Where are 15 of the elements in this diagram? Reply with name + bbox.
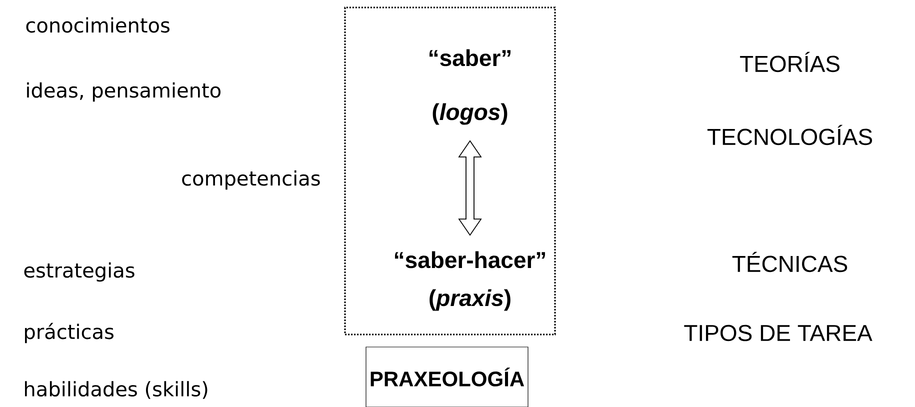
- side-label: ideas, pensamiento: [27, 82, 220, 102]
- side-label: competencias: [182, 170, 320, 190]
- concept-text: “saber-hacer” (praxis): [395, 251, 545, 311]
- side-label: conocimientos: [26, 17, 170, 33]
- side-label: prácticas: [25, 322, 114, 344]
- side-label: TEORÍAS: [740, 52, 840, 72]
- dotted-frame: [344, 6, 556, 336]
- concept-text: “saber” (logos): [430, 49, 510, 125]
- side-label: TECNOLOGÍAS: [707, 124, 872, 146]
- side-label: habilidades (skills): [25, 381, 208, 399]
- double-arrow: [458, 140, 482, 236]
- side-label: TIPOS DE TAREA: [684, 324, 872, 342]
- side-label: TÉCNICAS: [732, 252, 848, 272]
- side-label: estrategias: [24, 262, 134, 282]
- title-box: PRAXEOLOGÍA: [366, 346, 528, 407]
